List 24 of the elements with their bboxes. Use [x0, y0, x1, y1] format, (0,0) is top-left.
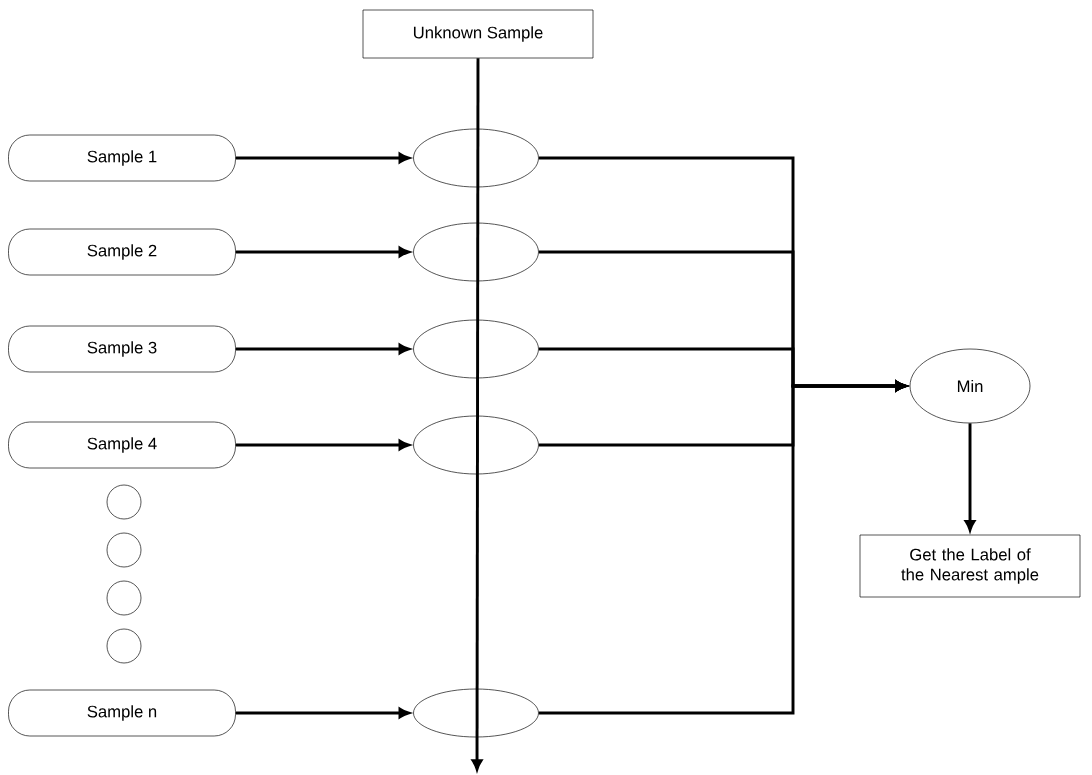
sample-box: Sample 4 — [8, 421, 236, 469]
process-box: Get the Label of the Nearest ample — [859, 534, 1081, 598]
process-ellipse — [413, 128, 539, 188]
arrow — [235, 439, 410, 451]
process-ellipse — [413, 688, 539, 738]
sample-box: Sample 1 — [8, 134, 236, 182]
arrow — [235, 152, 410, 164]
arrow — [964, 423, 976, 532]
arrow — [471, 58, 483, 771]
process-ellipse — [413, 415, 539, 475]
process-ellipse — [413, 222, 539, 282]
arrow — [235, 343, 410, 355]
sample-box: Sample n — [8, 689, 236, 737]
arrow — [538, 380, 907, 715]
ellipsis-circle — [106, 580, 142, 616]
arrow — [235, 707, 410, 719]
process-ellipse — [413, 319, 539, 379]
ellipsis-circle — [106, 484, 142, 520]
process-box: Unknown Sample — [362, 9, 594, 59]
ellipsis-circle — [106, 532, 142, 568]
arrow — [235, 246, 410, 258]
sample-box: Sample 2 — [8, 228, 236, 276]
sample-box: Sample 3 — [8, 325, 236, 373]
ellipsis-circle — [106, 628, 142, 664]
